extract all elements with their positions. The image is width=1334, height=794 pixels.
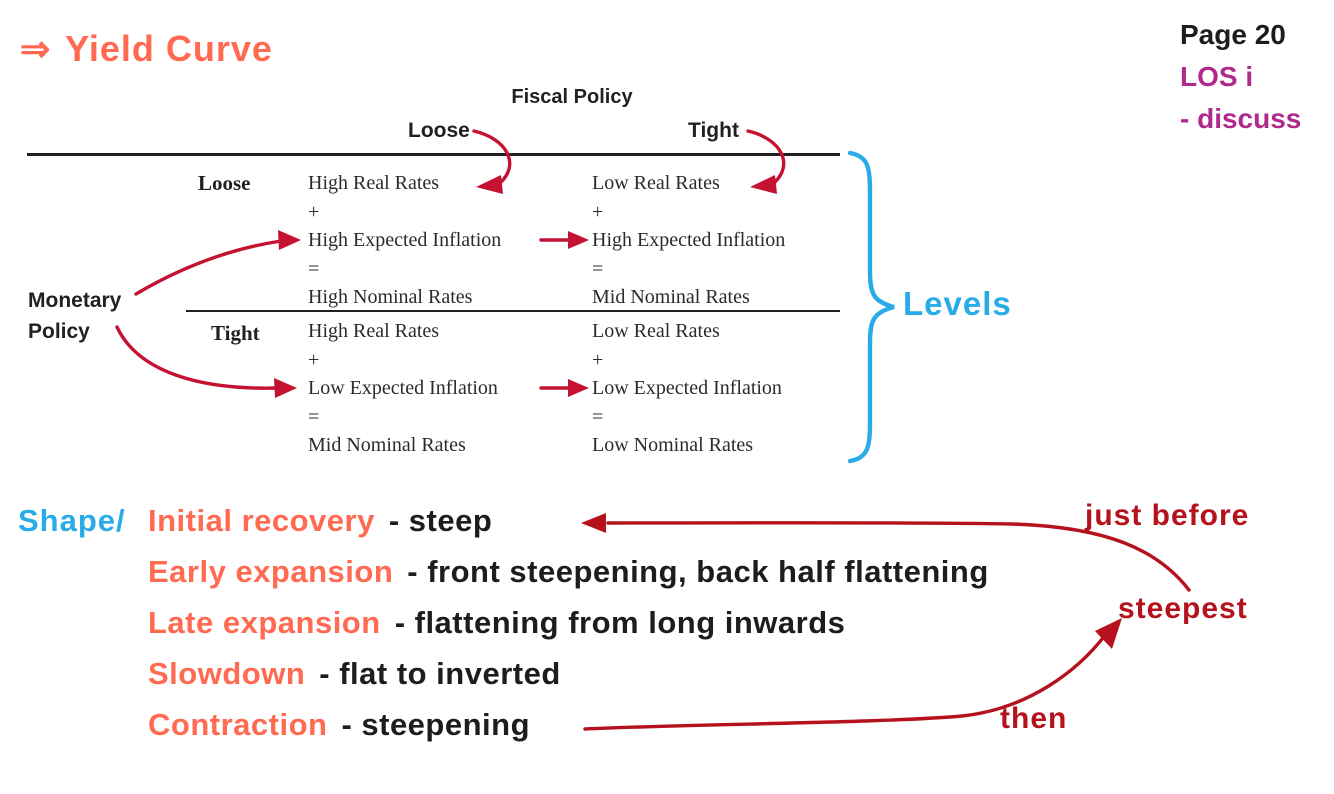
cell-line: High Expected Inflation <box>592 229 786 251</box>
row-axis-label-monetary-policy: Monetary Policy <box>28 285 121 347</box>
shape-item-initial-recovery: Initial recovery - steep <box>148 503 492 539</box>
cell-line: Low Expected Inflation <box>308 377 498 399</box>
column-header-tight: Tight <box>688 119 739 142</box>
phase-desc: - flat to inverted <box>319 656 561 691</box>
row-header-loose: Loose <box>198 171 251 195</box>
table-title-fiscal-policy: Fiscal Policy <box>511 86 633 108</box>
phase-desc: - front steepening, back half flattening <box>407 554 989 589</box>
shape-item-contraction: Contraction - steepening <box>148 707 530 743</box>
row-header-tight: Tight <box>211 321 260 345</box>
cell-line: + <box>592 200 604 223</box>
cell-line: = <box>308 257 320 280</box>
arrowhead-steep <box>581 513 606 533</box>
cell-line: = <box>308 405 320 428</box>
levels-brace <box>847 150 895 464</box>
column-header-loose: Loose <box>408 119 470 142</box>
page-meta: Page 20 LOS i - discuss <box>1180 14 1301 140</box>
shape-item-late-expansion: Late expansion - flattening from long inw… <box>148 605 845 641</box>
cell-line: = <box>592 257 604 280</box>
phase-label: Contraction <box>148 707 328 742</box>
phase-label: Early expansion <box>148 554 394 589</box>
phase-desc: - flattening from long inwards <box>394 605 846 640</box>
cell-line: Low Real Rates <box>592 172 720 194</box>
los-label: LOS i <box>1180 61 1254 92</box>
arrowhead-row2-cross <box>568 379 589 397</box>
cell-line: High Real Rates <box>308 172 440 194</box>
cell-line: + <box>308 200 320 223</box>
cell-line: High Nominal Rates <box>308 286 473 308</box>
cell-tight-tight: Low Real Rates + Low Expected Inflation … <box>592 317 782 460</box>
cell-loose-loose: High Real Rates + High Expected Inflatio… <box>308 169 501 312</box>
cell-line: Low Real Rates <box>592 320 720 342</box>
arrowhead-monetary-row1 <box>278 230 301 250</box>
page-number: Page 20 <box>1180 19 1286 50</box>
annotation-then: then <box>1000 702 1068 735</box>
page-title: ⇒ Yield Curve <box>20 28 273 70</box>
axis-label-line2: Policy <box>28 320 90 343</box>
shape-section-label: Shape/ <box>18 503 126 538</box>
cell-line: Low Expected Inflation <box>592 377 782 399</box>
annotation-just-before: just before <box>1085 499 1250 532</box>
axis-label-line1: Monetary <box>28 289 122 312</box>
shape-item-slowdown: Slowdown - flat to inverted <box>148 656 561 692</box>
phase-label: Initial recovery <box>148 503 375 538</box>
annotation-steepest: steepest <box>1118 592 1248 625</box>
cell-line: + <box>592 348 604 371</box>
cell-loose-tight: Low Real Rates + High Expected Inflation… <box>592 169 785 312</box>
phase-desc: - steepening <box>341 707 531 742</box>
cell-line: Low Nominal Rates <box>592 434 754 456</box>
shape-item-early-expansion: Early expansion - front steepening, back … <box>148 554 989 590</box>
phase-desc: - steep <box>388 503 493 538</box>
phase-label: Late expansion <box>148 605 381 640</box>
cell-line: High Expected Inflation <box>308 229 502 251</box>
phase-label: Slowdown <box>148 656 306 691</box>
cell-tight-loose: High Real Rates + Low Expected Inflation… <box>308 317 498 460</box>
arrowhead-monetary-row2 <box>274 378 297 398</box>
arrowhead-row1-cross <box>568 231 589 249</box>
cell-line: + <box>308 348 320 371</box>
page-title-text: Yield Curve <box>65 28 273 69</box>
arrow-monetary-to-row1 <box>134 239 283 296</box>
cell-line: = <box>592 405 604 428</box>
table-rule-top <box>27 153 840 156</box>
levels-label: Levels <box>903 285 1012 322</box>
double-arrow-icon: ⇒ <box>20 28 52 69</box>
cell-line: High Real Rates <box>308 320 440 342</box>
cell-line: Mid Nominal Rates <box>592 286 750 308</box>
cell-line: Mid Nominal Rates <box>308 434 466 456</box>
los-note: - discuss <box>1180 103 1302 134</box>
table-rule-middle <box>186 310 840 312</box>
